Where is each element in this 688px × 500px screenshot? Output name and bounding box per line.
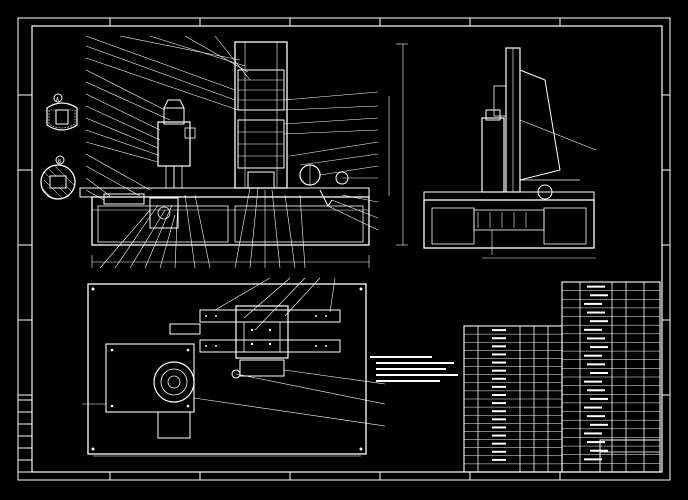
parts-row-text — [584, 302, 602, 305]
parts-row-text — [590, 320, 608, 323]
title-row-text — [492, 434, 506, 437]
side-view — [423, 47, 597, 259]
section-detail-b: B — [40, 155, 76, 200]
parts-row-text — [587, 441, 605, 444]
title-row-text — [492, 377, 506, 380]
parts-row-text — [584, 432, 602, 435]
parts-row-text — [587, 363, 605, 366]
svg-text:B: B — [58, 159, 61, 165]
parts-row-text — [590, 294, 608, 297]
svg-text:A: A — [56, 97, 59, 103]
title-row-text — [492, 418, 506, 421]
front-view — [79, 41, 408, 268]
title-row-text — [492, 353, 506, 356]
parts-row-text — [584, 328, 602, 331]
front-view-leaders — [85, 35, 379, 269]
title-row-text — [492, 329, 506, 332]
parts-row-text — [584, 380, 602, 383]
left-revision-block — [17, 399, 33, 473]
top-view — [87, 283, 367, 457]
parts-row-text — [587, 389, 605, 392]
outer-border — [17, 17, 671, 481]
title-row-text — [492, 450, 506, 453]
parts-row-text — [590, 346, 608, 349]
parts-row-text — [584, 458, 602, 461]
frame-zone-ticks — [18, 18, 670, 480]
parts-row-text — [587, 311, 605, 314]
inner-border — [31, 25, 663, 473]
section-detail-a: A — [46, 93, 78, 131]
title-row-text — [492, 458, 506, 461]
title-row-text — [492, 345, 506, 348]
parts-row-text — [587, 285, 605, 288]
title-row-text — [492, 402, 506, 405]
title-row-text — [492, 385, 506, 388]
top-view-leaders — [82, 277, 386, 427]
title-row-text — [492, 442, 506, 445]
parts-row-text — [584, 406, 602, 409]
parts-row-text — [590, 423, 608, 426]
parts-row-text — [587, 337, 605, 340]
parts-row-text — [590, 397, 608, 400]
parts-list-rows — [464, 285, 660, 465]
title-row-text — [492, 337, 506, 340]
parts-row-text — [587, 415, 605, 418]
title-row-text — [492, 361, 506, 364]
title-row-text — [492, 410, 506, 413]
title-row-text — [492, 426, 506, 429]
technical-notes — [370, 356, 458, 382]
top-view-holes — [91, 287, 363, 451]
title-row-text — [492, 369, 506, 372]
title-row-text — [492, 394, 506, 396]
parts-row-text — [584, 354, 602, 357]
parts-row-text — [590, 449, 608, 452]
parts-row-text — [590, 372, 608, 374]
